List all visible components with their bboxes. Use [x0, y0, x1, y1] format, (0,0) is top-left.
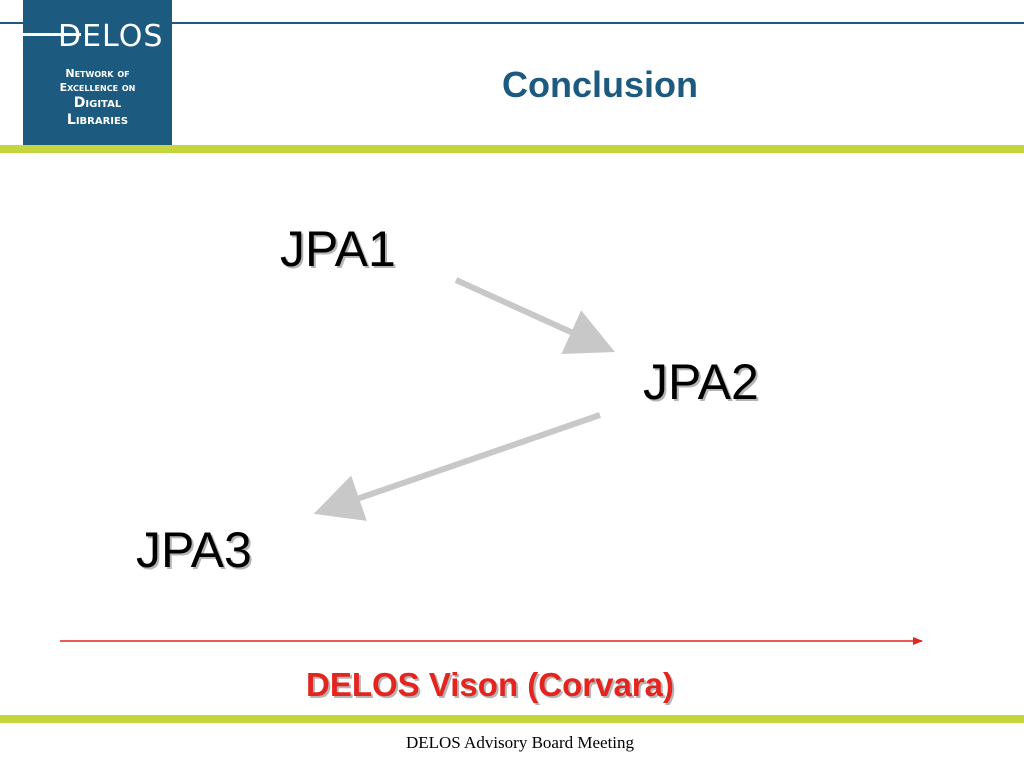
arrow-jpa1-to-jpa2 — [454, 277, 615, 355]
arrow-jpa2-to-jpa3 — [313, 412, 601, 521]
logo-line-2: Excellence on — [59, 81, 136, 94]
jpa2-label: JPA2 — [643, 354, 759, 410]
vision-caption: DELOS Vison (Corvara) — [306, 666, 674, 703]
logo-dash — [23, 33, 81, 36]
slide-title: Conclusion — [502, 64, 698, 105]
logo-wordmark: DELOS — [58, 19, 164, 54]
logo-line-4: Libraries — [66, 112, 129, 128]
top-accent-bar — [0, 145, 1024, 153]
logo-subtitle: Network of Excellence on Digital Librari… — [23, 67, 172, 129]
delos-logo: DELOS Network of Excellence on Digital L… — [23, 0, 172, 145]
logo-line-3: Digital — [73, 95, 122, 111]
footer-text: DELOS Advisory Board Meeting — [405, 733, 635, 752]
jpa3-label: JPA3 — [136, 522, 252, 578]
jpa1-label: JPA1 — [280, 221, 396, 277]
bottom-accent-bar — [0, 715, 1024, 723]
logo-line-1: Network of — [65, 67, 130, 80]
header-rule — [0, 22, 1024, 24]
